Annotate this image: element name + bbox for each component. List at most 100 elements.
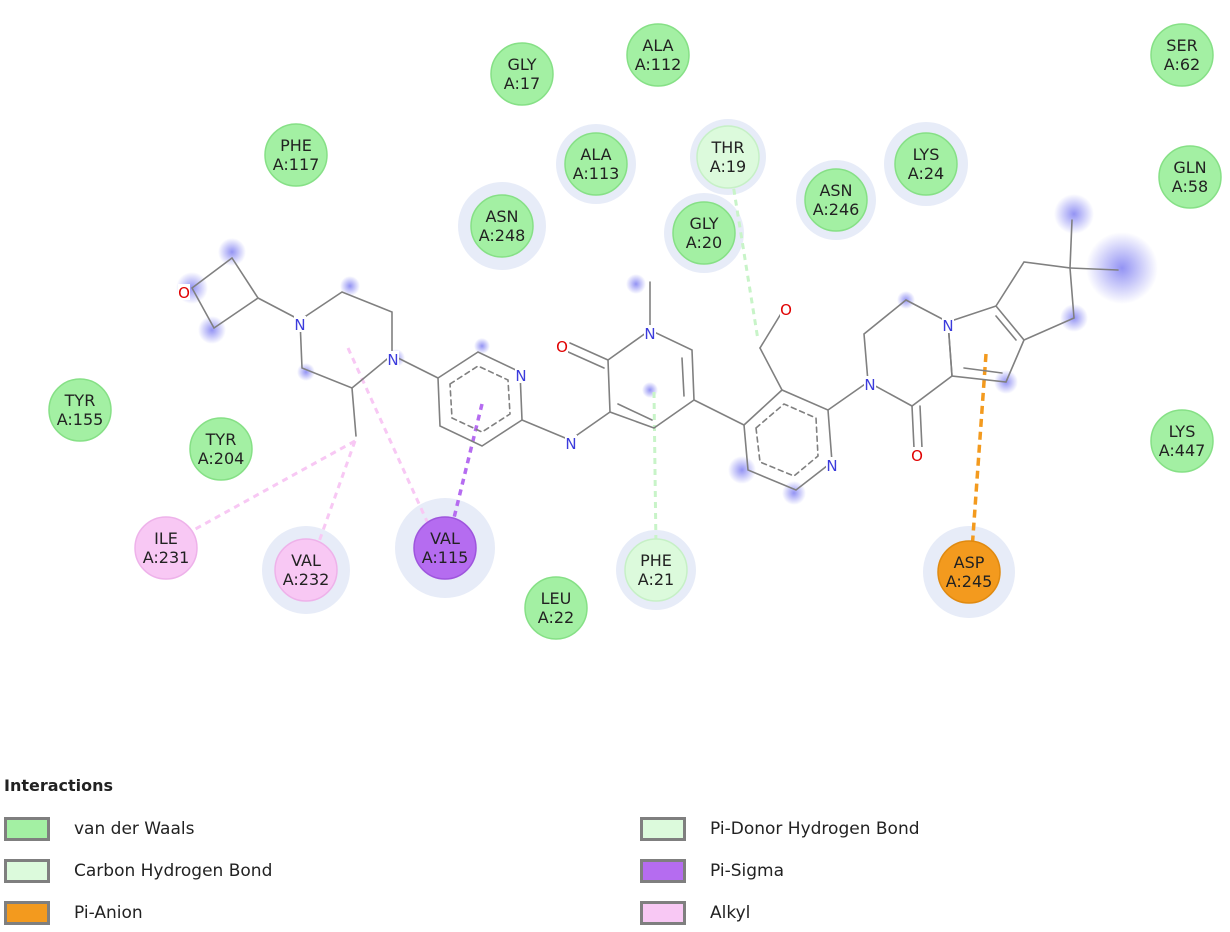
residue-circle [134,516,198,580]
lactam-carbonyl-2 [919,405,923,449]
atom-glow [728,456,756,484]
atom-n-pyrrole: N [942,317,953,335]
methyl-bond [1069,267,1119,271]
atom-label-bg [515,367,527,383]
legend-swatch [4,901,50,925]
legend-swatch [4,859,50,883]
atom-glow [642,382,658,398]
residue-circle [48,378,112,442]
atom-label-bg [565,435,577,451]
residue-circle [189,417,253,481]
atom-n-pyr1: N [515,367,526,385]
bond [693,399,745,426]
residue-name: ASN [485,207,518,226]
residue-name: GLY [690,214,719,233]
residue-number: A:232 [283,570,330,589]
double-bond [681,357,685,397]
residue-circle [564,132,628,196]
residue-number: A:17 [504,74,540,93]
residue-number: A:24 [908,164,944,183]
legend-item-pi-sigma: Pi-Sigma [640,856,784,886]
residue-name: ALA [580,145,611,164]
residue-number: A:20 [686,233,722,252]
residue-number: A:22 [538,608,574,627]
alkyl-line-val115 [346,347,432,529]
atom-label-bg [826,457,838,473]
residue-circle [1158,145,1222,209]
atom-n-pyr2: N [826,457,837,475]
residue-circle [672,201,736,265]
residue-name: ILE [154,529,178,548]
residue-name: ASN [819,181,852,200]
carbonyl-bond [569,342,609,361]
pyrrole-ring [947,305,1025,383]
legend-swatch [640,817,686,841]
residue-circle [626,23,690,87]
residue-circle [413,516,477,580]
legend-swatch [640,901,686,925]
atom-n-pyridone: N [644,325,655,343]
residue-name: ALA [642,36,673,55]
atom-label-bg [178,284,190,300]
atom-label-bg [644,325,656,341]
double-bond [995,315,1017,341]
residue-number: A:447 [1159,441,1206,460]
atom-o-carbonyl1: O [556,338,568,356]
bond [257,297,301,321]
residue-circle [804,168,868,232]
residue-circle [490,42,554,106]
oh-bond [759,311,783,349]
atom-glow [626,274,646,294]
alkyl-line-ile231 [189,439,356,534]
residue-name: VAL [430,529,460,548]
bond [827,381,869,411]
residue-number: A:231 [143,548,190,567]
residue-number: A:58 [1172,177,1208,196]
legend-item-pi-donor-hydrogen-bond: Pi-Donor Hydrogen Bond [640,814,920,844]
legend-label: van der Waals [74,819,195,839]
legend-swatch [640,859,686,883]
residue-circle [274,538,338,602]
residue-name: PHE [280,136,312,155]
residue-circle [696,125,760,189]
residue-name: SER [1166,36,1197,55]
atom-o-oxetane: O [178,284,190,302]
residue-name: PHE [640,551,672,570]
legend-item-carbon-hydrogen-bond: Carbon Hydrogen Bond [4,856,272,886]
residue-name: TYR [205,430,237,449]
residue-name: TYR [64,391,96,410]
atom-label-bg [556,338,568,354]
atom-glow [340,276,360,296]
legend-item-pi-anion: Pi-Anion [4,898,143,928]
residue-number: A:21 [638,570,674,589]
interaction-lines [189,177,988,551]
residue-number: A:113 [573,164,620,183]
residue-number: A:204 [198,449,245,468]
residue-number: A:248 [479,226,526,245]
atom-label-bg [780,301,792,317]
residue-circle [624,538,688,602]
